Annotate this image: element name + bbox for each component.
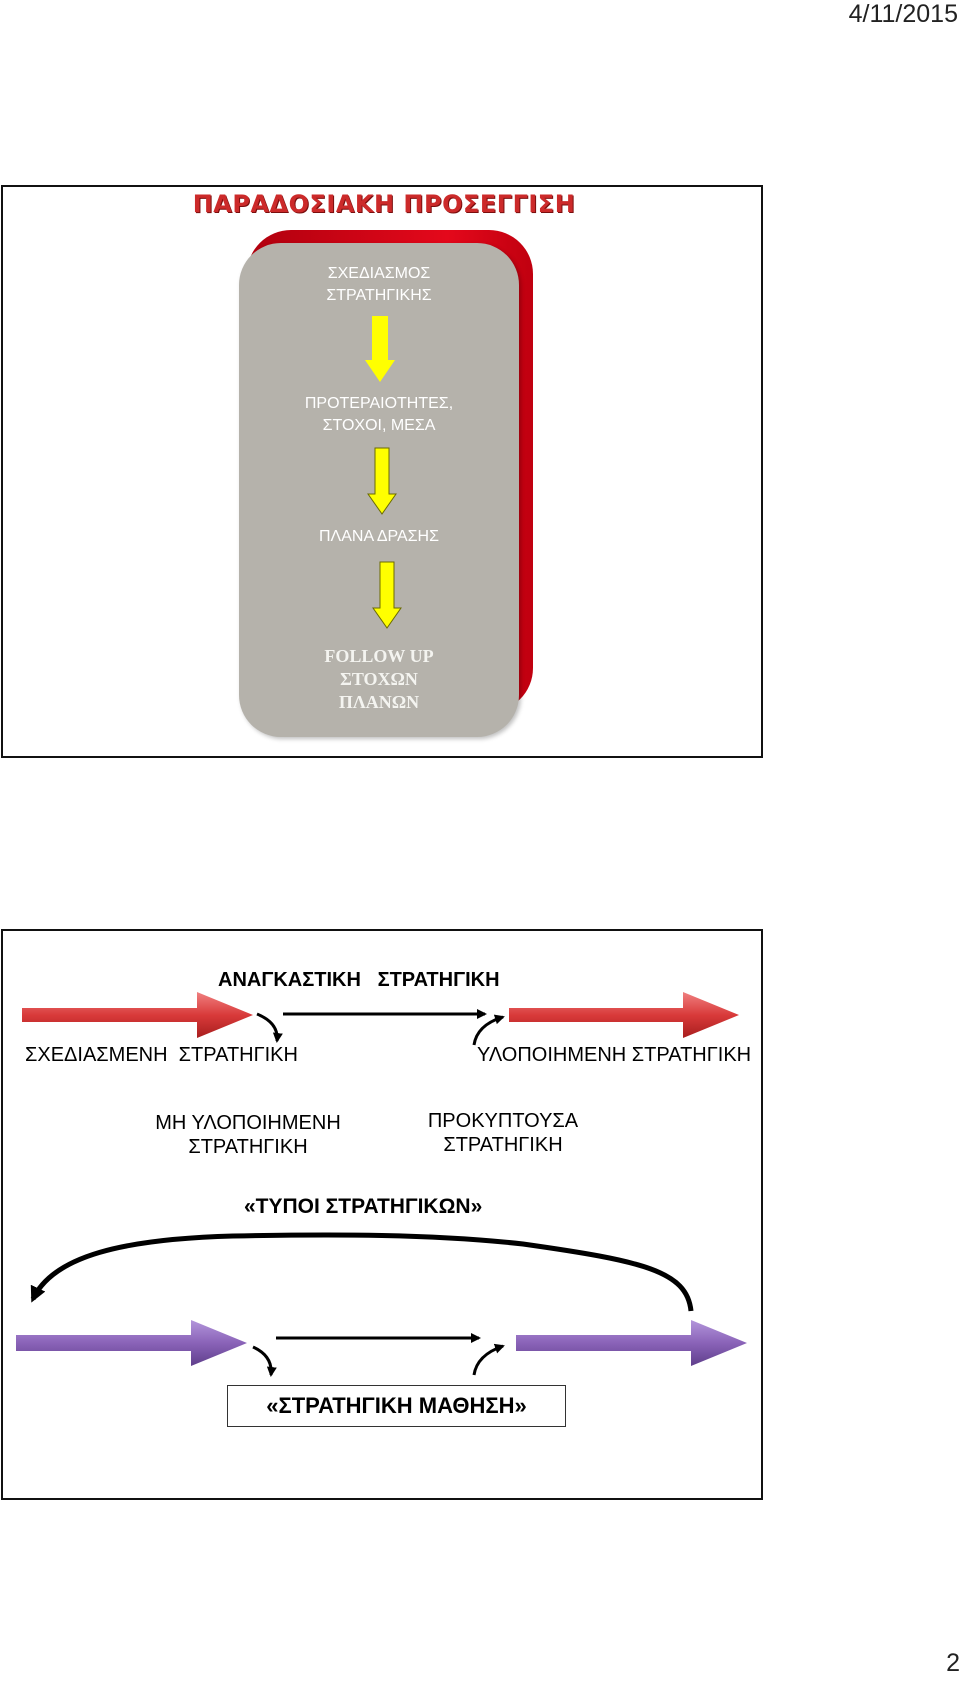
step-strategy-planning: ΣΧΕΔΙΑΣΜΟΣ ΣΤΡΑΤΗΓΙΚΗΣ — [326, 265, 432, 304]
feedback-arc-arrow — [30, 1232, 694, 1312]
purple-arrow-left — [16, 1320, 247, 1366]
red-arrow-left — [22, 992, 253, 1038]
purple-arrow-right — [516, 1320, 747, 1366]
page-number: 2 — [946, 1649, 960, 1677]
strategic-learning-box: «ΣΤΡΑΤΗΓΙΚΗ ΜΑΘΗΣΗ» — [227, 1385, 566, 1427]
down-arrow-icon — [365, 316, 395, 382]
curve-up-arrow — [472, 1014, 505, 1046]
forced-strategy-label: ΑΝΑΓΚΑΣΤΙΚΗ ΣΤΡΑΤΗΓΙΚΗ — [218, 969, 500, 991]
strategy-types-title: «ΤΥΠΟΙ ΣΤΡΑΤΗΓΙΚΩΝ» — [244, 1195, 483, 1218]
slide-title: ΠΑΡΑΔΟΣΙΑΚΗ ΠΡΟΣΕΓΓΙΣΗ — [192, 190, 576, 218]
red-arrow-right — [509, 992, 739, 1038]
learning-curve-up-arrow — [472, 1343, 505, 1376]
date-label: 4/11/2015 — [848, 0, 958, 28]
unrealized-strategy-label: ΜΗ ΥΛΟΠΟΙΗΜΕΝΗ ΣΤΡΑΤΗΓΙΚΗ — [155, 1112, 341, 1158]
process-panel: ΣΧΕΔΙΑΣΜΟΣ ΣΤΡΑΤΗΓΙΚΗΣ ΠΡΟΤΕΡΑΙΟΤΗΤΕΣ, Σ… — [239, 243, 519, 737]
learning-curve-down-arrow — [252, 1345, 277, 1377]
emergent-strategy-label: ΠΡΟΚΥΠΤΟΥΣΑ ΣΤΡΑΤΗΓΙΚΗ — [427, 1110, 579, 1156]
step-follow-up: FOLLOW UP ΣΤΟΧΩΝ ΠΛΑΝΩΝ — [324, 646, 434, 712]
slide-traditional-approach: ΠΑΡΑΔΟΣΙΑΚΗ ΠΡΟΣΕΓΓΙΣΗ ΣΧΕΔΙΑΣΜΟΣ ΣΤΡΑΤΗ… — [1, 185, 763, 758]
realized-strategy-label: ΥΛΟΠΟΙΗΜΕΝΗ ΣΤΡΑΤΗΓΙΚΗ — [477, 1044, 752, 1066]
down-arrow-icon — [367, 447, 397, 515]
strategy-diagram — [16, 992, 747, 1377]
down-arrow-icon — [372, 561, 402, 629]
planned-strategy-label: ΣΧΕΔΙΑΣΜΕΝΗ ΣΤΡΑΤΗΓΙΚΗ — [25, 1044, 298, 1066]
step-priorities-goals-means: ΠΡΟΤΕΡΑΙΟΤΗΤΕΣ, ΣΤΟΧΟΙ, ΜΕΣΑ — [304, 395, 454, 434]
curve-down-arrow — [256, 1012, 283, 1043]
step-action-plans: ΠΛΑΝΑ ΔΡΑΣΗΣ — [319, 528, 439, 545]
slide-strategy-types: ΑΝΑΓΚΑΣΤΙΚΗ ΣΤΡΑΤΗΓΙΚΗ ΣΧΕΔΙΑΣΜΕΝΗ ΣΤΡΑΤ… — [1, 929, 763, 1500]
